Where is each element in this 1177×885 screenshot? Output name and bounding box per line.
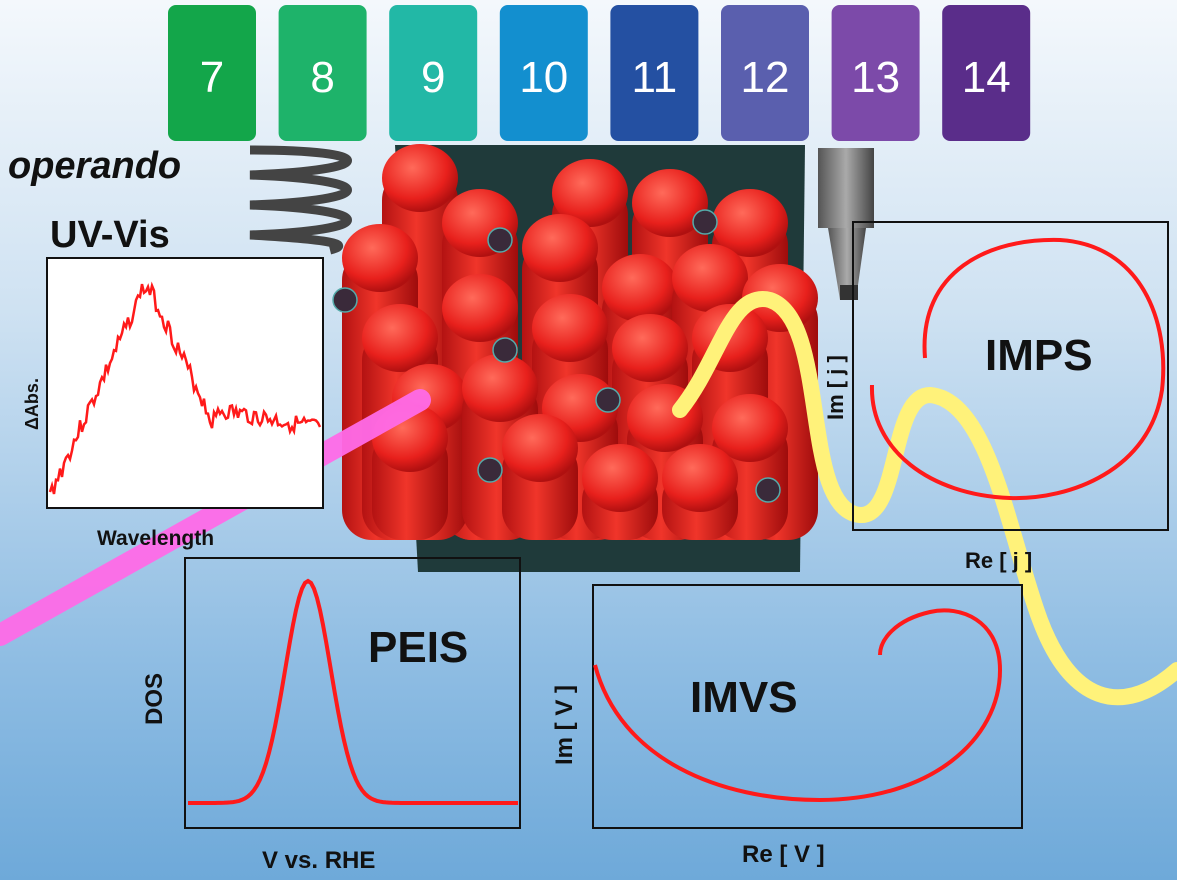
- imps-title: IMPS: [985, 331, 1093, 380]
- nanoparticle: [595, 387, 621, 413]
- peis-plot: PEIS DOS V vs. RHE: [141, 557, 521, 874]
- nanorod-top: [672, 244, 748, 312]
- peis-xlabel: V vs. RHE: [262, 847, 375, 874]
- ph-label: 9: [421, 53, 445, 102]
- nanorod-top: [602, 254, 678, 322]
- technique-label-uvvis: UV-Vis: [50, 214, 170, 256]
- nanoparticle: [477, 457, 503, 483]
- signal-wave: [672, 291, 1177, 706]
- nanorod-top: [632, 169, 708, 237]
- nanorod-top: [382, 144, 458, 212]
- ph-box: [942, 5, 1031, 141]
- ph-box: [168, 5, 256, 141]
- nanorod-top: [552, 159, 628, 227]
- ph-label: 7: [200, 53, 224, 102]
- nanorod-top: [712, 394, 788, 462]
- nanorod-array: [332, 144, 818, 540]
- spring-icon: [249, 145, 352, 255]
- imps-ylabel: Im [ j ]: [823, 355, 848, 420]
- ph-label: 11: [632, 53, 678, 102]
- peis-title: PEIS: [368, 623, 468, 672]
- nanorod-top: [612, 314, 688, 382]
- ph-label: 12: [741, 53, 790, 102]
- nanorod-top: [522, 214, 598, 282]
- imvs-ylabel: Im [ V ]: [551, 685, 578, 765]
- uvvis-spectrum: [48, 281, 322, 495]
- uvvis-plot: ΔAbs. Wavelength: [22, 257, 324, 550]
- nanorod-top: [582, 444, 658, 512]
- ph-label: 13: [851, 53, 900, 102]
- nanoparticle: [492, 337, 518, 363]
- light-beam: [0, 389, 431, 646]
- ph-box: [389, 5, 478, 141]
- ph-box: [610, 5, 699, 141]
- ph-box: [499, 5, 588, 141]
- imps-xlabel: Re [ j ]: [965, 548, 1032, 573]
- imvs-xlabel: Re [ V ]: [742, 841, 825, 868]
- peis-curve: [188, 578, 518, 805]
- imvs-curve: [593, 608, 1003, 803]
- technique-label-operando: operando: [8, 145, 181, 187]
- uvvis-ylabel: ΔAbs.: [22, 378, 42, 430]
- probe-tip-icon: [818, 148, 874, 300]
- nanorod-top: [442, 274, 518, 342]
- nanoparticle: [692, 209, 718, 235]
- nanorod-top: [342, 224, 418, 292]
- ph-box: [721, 5, 809, 141]
- ph-box: [278, 5, 367, 141]
- imps-plot: IMPS Im [ j ] Re [ j ]: [823, 221, 1169, 573]
- ph-scale: 7 8 9 10 11 12 13 14: [168, 5, 1031, 141]
- peis-ylabel: DOS: [141, 673, 168, 725]
- nanorod-top: [462, 354, 538, 422]
- nanoparticle: [755, 477, 781, 503]
- uvvis-xlabel: Wavelength: [97, 527, 214, 550]
- ph-label: 10: [519, 53, 568, 102]
- nanoparticle: [332, 287, 358, 313]
- nanoparticle: [487, 227, 513, 253]
- imvs-title: IMVS: [690, 673, 798, 722]
- nanorod-top: [502, 414, 578, 482]
- nanorod-top: [532, 294, 608, 362]
- imps-curve: [869, 237, 1166, 501]
- nanorod-top: [712, 189, 788, 257]
- nanorod-top: [662, 444, 738, 512]
- imvs-plot: IMVS Im [ V ] Re [ V ]: [551, 584, 1023, 868]
- ph-box: [831, 5, 920, 141]
- ph-label: 14: [962, 53, 1011, 102]
- nanorod-top: [362, 304, 438, 372]
- ph-label: 8: [310, 53, 334, 102]
